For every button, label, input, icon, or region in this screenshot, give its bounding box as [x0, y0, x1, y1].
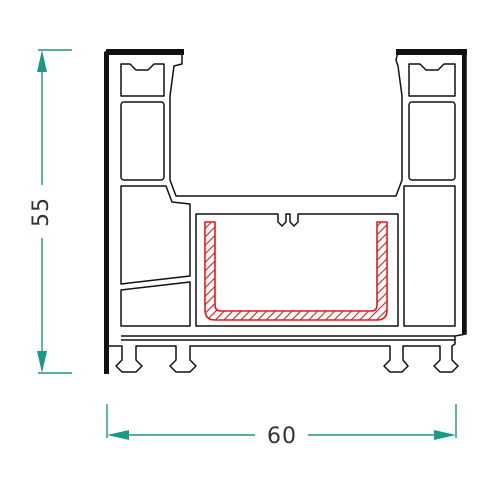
- pvc-profile: [104, 49, 467, 374]
- left-outer-wall: [104, 52, 109, 374]
- left-gasket-groove: [120, 63, 165, 97]
- width-label: 60: [267, 424, 297, 449]
- left-chamber-4: [120, 281, 191, 327]
- right-chamber-2: [408, 101, 456, 181]
- height-label: 55: [29, 197, 54, 227]
- right-top-cap: [396, 49, 467, 55]
- right-chamber-3: [403, 185, 456, 327]
- height-dimension: [37, 49, 72, 374]
- height-arrow-bottom: [37, 351, 47, 373]
- left-chamber-2: [120, 101, 165, 181]
- width-arrow-right: [434, 430, 456, 440]
- height-arrow-top: [37, 50, 47, 72]
- left-top-cap: [106, 49, 184, 55]
- right-outer-wall: [462, 52, 466, 334]
- width-dimension: [106, 404, 457, 440]
- left-chamber-3: [120, 185, 191, 285]
- right-gasket-groove: [408, 63, 456, 97]
- width-arrow-left: [107, 430, 129, 440]
- steel-reinforcement: [204, 221, 388, 321]
- central-chamber: [195, 213, 399, 327]
